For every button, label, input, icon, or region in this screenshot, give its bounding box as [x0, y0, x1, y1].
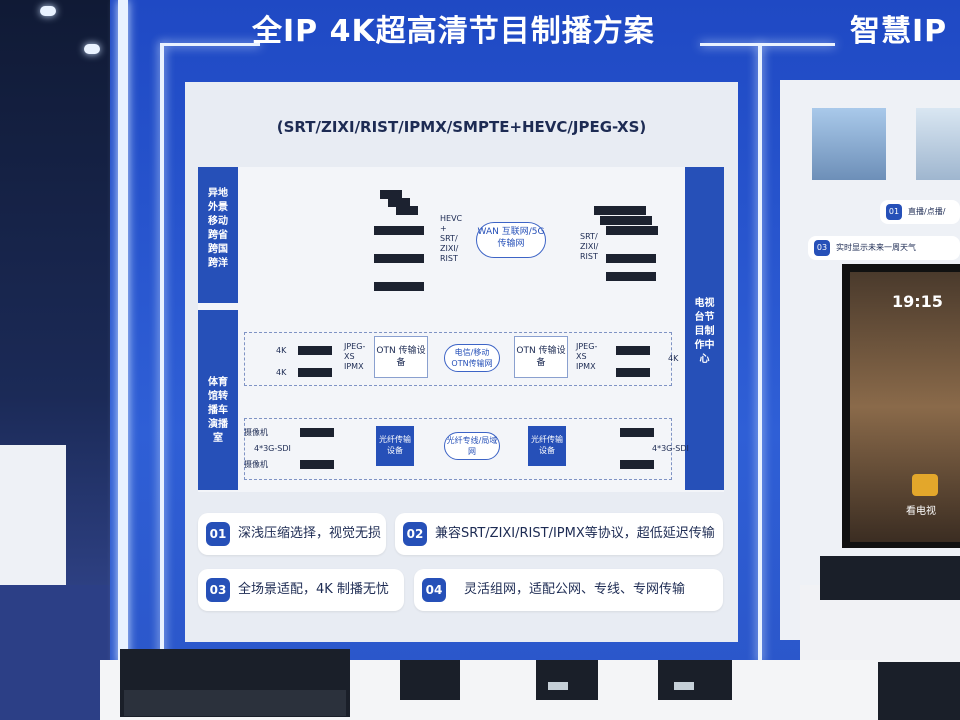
- venue-rail: 体育馆转播车演播室: [198, 310, 238, 490]
- light-strip: [758, 44, 762, 664]
- hotel-photo: [812, 108, 886, 180]
- label-4k: 4K: [276, 368, 287, 377]
- jpegxs-decoder: [616, 368, 650, 377]
- encoder-device: [396, 206, 418, 215]
- wan-cloud: WAN 互联网/5G传输网: [476, 222, 546, 258]
- studio-center-rail: 电视台节目制作中心: [685, 167, 724, 490]
- ceiling-lamp: [40, 6, 56, 16]
- tv-clock: 19:15: [892, 292, 943, 311]
- feature-number: 01: [206, 522, 230, 546]
- fiber-device-left: 光纤传输设备: [376, 426, 414, 466]
- feature-number: 03: [206, 578, 230, 602]
- encoder-device: [374, 226, 424, 235]
- left-floor: [0, 585, 110, 720]
- jpegxs-encoder: [298, 346, 332, 355]
- encoder-device: [374, 282, 424, 291]
- jpegxs-encoder: [298, 368, 332, 377]
- feature-card: 03 全场景适配，4K 制播无忧: [198, 569, 404, 611]
- light-strip: [118, 0, 128, 665]
- feature-number: 02: [403, 522, 427, 546]
- tv-feature-item: 01 直播/点播/: [880, 200, 960, 224]
- rack-front-panel: [124, 690, 346, 716]
- otn-cloud: 电信/移动 OTN传输网: [444, 344, 500, 372]
- encoder-device: [388, 198, 410, 207]
- encoder-device: [374, 254, 424, 263]
- feature-text: 全场景适配，4K 制播无忧: [238, 582, 389, 597]
- camera-label: 摄像机: [244, 428, 268, 437]
- label-4k: 4K: [276, 346, 287, 355]
- jpegxs-label: JPEG-XS IPMX: [576, 342, 598, 371]
- protocol-subtitle: (SRT/ZIXI/RIST/IPMX/SMPTE+HEVC/JPEG-XS): [276, 118, 647, 136]
- booth-headline: 全IP 4K超高清节目制播方案: [252, 14, 655, 49]
- remote-label: 异地外景移动 跨省跨国跨洋: [208, 188, 228, 269]
- tv-screen: [850, 272, 960, 542]
- play-icon: [912, 474, 938, 496]
- output-protocols-label: SRT/ ZIXI/ RIST: [580, 232, 599, 261]
- tv-feature-item: 03 实时显示未来一周天气: [808, 236, 960, 260]
- light-strip: [160, 43, 260, 46]
- jpegxs-label: JPEG-XS IPMX: [344, 342, 366, 371]
- remote-rail: 异地外景移动 跨省跨国跨洋: [198, 167, 238, 303]
- encoder-display: [548, 682, 568, 690]
- feature-text: 灵活组网，适配公网、专线、专网传输: [464, 582, 686, 597]
- mini-encoder: [400, 660, 460, 700]
- decoder-device: [600, 216, 652, 225]
- fiber-row-frame: [244, 418, 672, 480]
- feature-text: 深浅压缩选择，视觉无损: [238, 526, 382, 541]
- decoder-device: [594, 206, 646, 215]
- feature-text: 兼容SRT/ZIXI/RIST/IPMX等协议，超低延迟传输: [435, 526, 715, 541]
- sdi-decoder: [620, 460, 654, 469]
- rack-encoder: [820, 556, 960, 600]
- venue-label: 体育馆转播车演播室: [208, 377, 228, 444]
- feature-card: 02 兼容SRT/ZIXI/RIST/IPMX等协议，超低延迟传输: [395, 513, 723, 555]
- decoder-device: [606, 226, 658, 235]
- rack-encoder: [878, 662, 960, 720]
- otn-row-frame: [244, 332, 672, 386]
- tv-caption: 看电视: [906, 506, 936, 517]
- mini-encoder: [536, 660, 598, 700]
- ship-photo: [916, 108, 960, 180]
- jpegxs-decoder: [616, 346, 650, 355]
- reception-counter: [0, 445, 66, 585]
- light-strip: [160, 44, 164, 664]
- camera-label: 摄像机: [244, 460, 268, 469]
- sdi-decoder: [620, 428, 654, 437]
- otn-device-right: OTN 传输设备: [514, 336, 568, 378]
- encoder-display: [674, 682, 694, 690]
- mini-encoder: [658, 660, 732, 700]
- tv-feature-text: 直播/点播/: [908, 207, 946, 216]
- light-strip: [700, 43, 835, 46]
- booth-headline-right: 智慧IP: [850, 14, 948, 49]
- tv-feature-number: 03: [814, 239, 830, 256]
- decoder-device: [606, 272, 656, 281]
- feature-card: 04 灵活组网，适配公网、专线、专网传输: [414, 569, 723, 611]
- fiber-device-right: 光纤传输设备: [528, 426, 566, 466]
- protocol-stack-label: HEVC + SRT/ ZIXI/ RIST: [440, 214, 463, 263]
- feature-card: 01 深浅压缩选择，视觉无损: [198, 513, 386, 555]
- fiber-cloud: 光纤专线/局域网: [444, 432, 500, 460]
- encoder-device: [380, 190, 402, 199]
- decoder-device: [606, 254, 656, 263]
- ceiling-lamp: [84, 44, 100, 54]
- otn-device-left: OTN 传输设备: [374, 336, 428, 378]
- label-4k-out: 4K: [668, 354, 679, 363]
- tv-feature-number: 01: [886, 203, 902, 220]
- tv-feature-text: 实时显示未来一周天气: [836, 243, 916, 252]
- sdi-encoder: [300, 428, 334, 437]
- sdi-output-label: 4*3G-SDI: [652, 444, 689, 453]
- feature-number: 04: [422, 578, 446, 602]
- sdi-encoder: [300, 460, 334, 469]
- sdi-input-label: 4*3G-SDI: [254, 444, 291, 453]
- center-label: 电视台节目制作中心: [694, 298, 715, 365]
